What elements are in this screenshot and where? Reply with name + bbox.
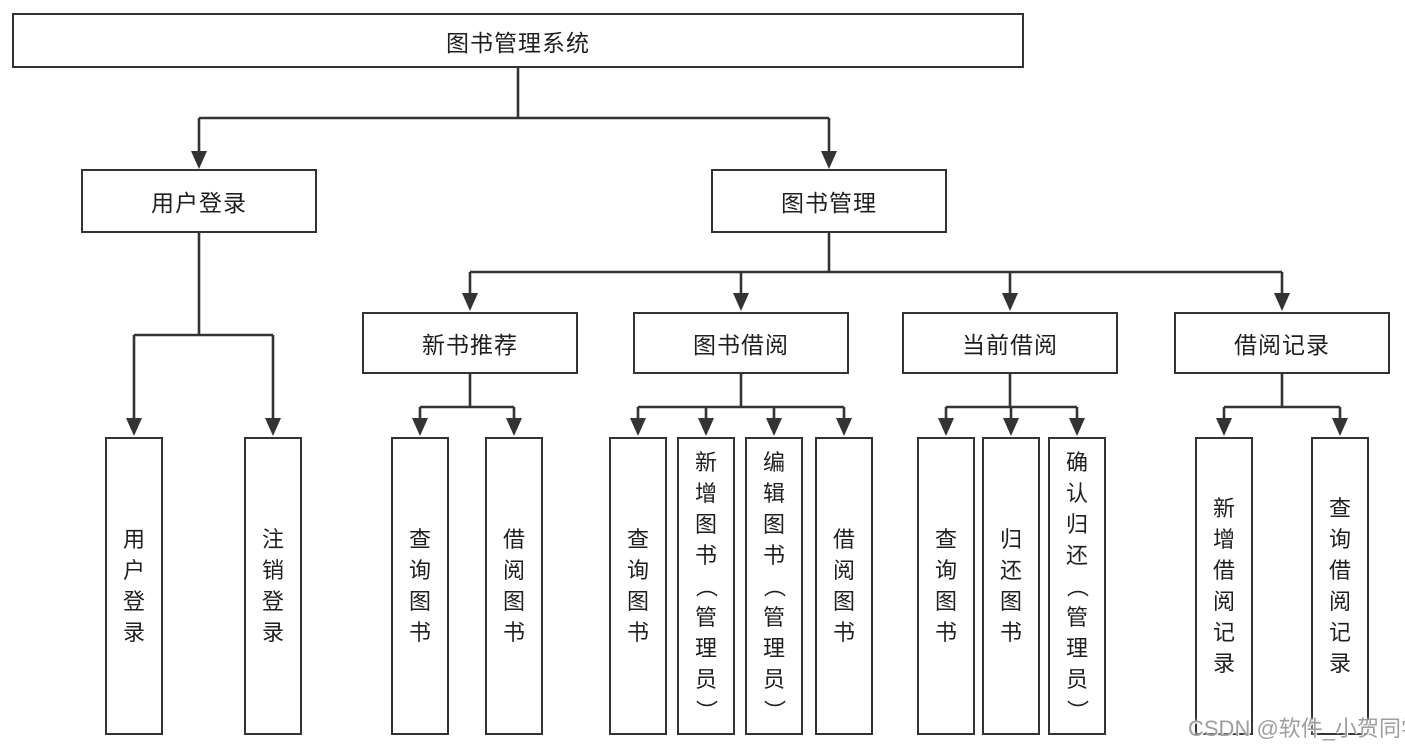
leaf-confirm-return-admin-label: 确认归还（管理员） [1064, 449, 1090, 722]
node-user-login: 用户登录 [81, 169, 317, 233]
node-book-management-label: 图书管理 [781, 190, 877, 216]
edge-book-management-to-level3 [462, 233, 1290, 311]
node-current-borrow: 当前借阅 [902, 312, 1118, 374]
leaf-edit-books-admin-label: 编辑图书（管理员） [761, 449, 787, 722]
node-root-label: 图书管理系统 [446, 29, 590, 56]
leaf-user-login: 用户登录 [105, 437, 163, 735]
node-new-book-recommend-label: 新书推荐 [422, 332, 518, 358]
leaf-confirm-return-admin: 确认归还（管理员） [1048, 437, 1106, 735]
edge-current-borrow-to-leaves [938, 374, 1085, 436]
leaf-edit-books-admin: 编辑图书（管理员） [745, 437, 803, 735]
leaf-logout: 注销登录 [244, 437, 302, 735]
leaf-query-books-borrow: 查询图书 [609, 437, 667, 735]
leaf-query-books-recommend: 查询图书 [391, 437, 449, 735]
leaf-borrow-books: 借阅图书 [815, 437, 873, 735]
leaf-add-borrow-record-label: 新增借阅记录 [1212, 496, 1235, 676]
leaf-add-books-admin-label: 新增图书（管理员） [693, 449, 719, 722]
leaf-logout-label: 注销登录 [261, 527, 284, 645]
edge-user-login-to-leaves [126, 233, 281, 436]
leaf-query-books-borrow-label: 查询图书 [626, 527, 649, 645]
node-user-login-label: 用户登录 [151, 190, 247, 216]
leaf-borrow-books-recommend-label: 借阅图书 [502, 527, 525, 645]
leaf-borrow-books-label: 借阅图书 [832, 527, 855, 645]
node-book-borrow-label: 图书借阅 [693, 332, 789, 358]
leaf-return-books-label: 归还图书 [999, 527, 1022, 645]
node-current-borrow-label: 当前借阅 [962, 332, 1058, 358]
node-book-management: 图书管理 [711, 169, 947, 233]
node-book-borrow: 图书借阅 [633, 312, 849, 374]
node-root: 图书管理系统 [12, 13, 1024, 68]
leaf-borrow-books-recommend: 借阅图书 [485, 437, 543, 735]
node-borrow-records-label: 借阅记录 [1234, 332, 1330, 358]
edge-new-book-recommend-to-leaves [412, 374, 522, 436]
edge-root-to-level2 [191, 68, 837, 169]
leaf-query-books-current-label: 查询图书 [934, 527, 957, 645]
node-borrow-records: 借阅记录 [1174, 312, 1390, 374]
edge-book-borrow-to-leaves [630, 374, 852, 436]
leaf-query-books-recommend-label: 查询图书 [408, 527, 431, 645]
leaf-return-books: 归还图书 [982, 437, 1040, 735]
edge-borrow-records-to-leaves [1216, 374, 1348, 436]
leaf-add-books-admin: 新增图书（管理员） [677, 437, 735, 735]
leaf-add-borrow-record: 新增借阅记录 [1195, 437, 1253, 735]
node-new-book-recommend: 新书推荐 [362, 312, 578, 374]
leaf-user-login-label: 用户登录 [122, 527, 145, 645]
leaf-query-borrow-record-label: 查询借阅记录 [1328, 496, 1351, 676]
leaf-query-books-current: 查询图书 [917, 437, 975, 735]
leaf-query-borrow-record: 查询借阅记录 [1311, 437, 1369, 735]
csdn-watermark: CSDN @软件_小贺同学 [1188, 716, 1405, 741]
